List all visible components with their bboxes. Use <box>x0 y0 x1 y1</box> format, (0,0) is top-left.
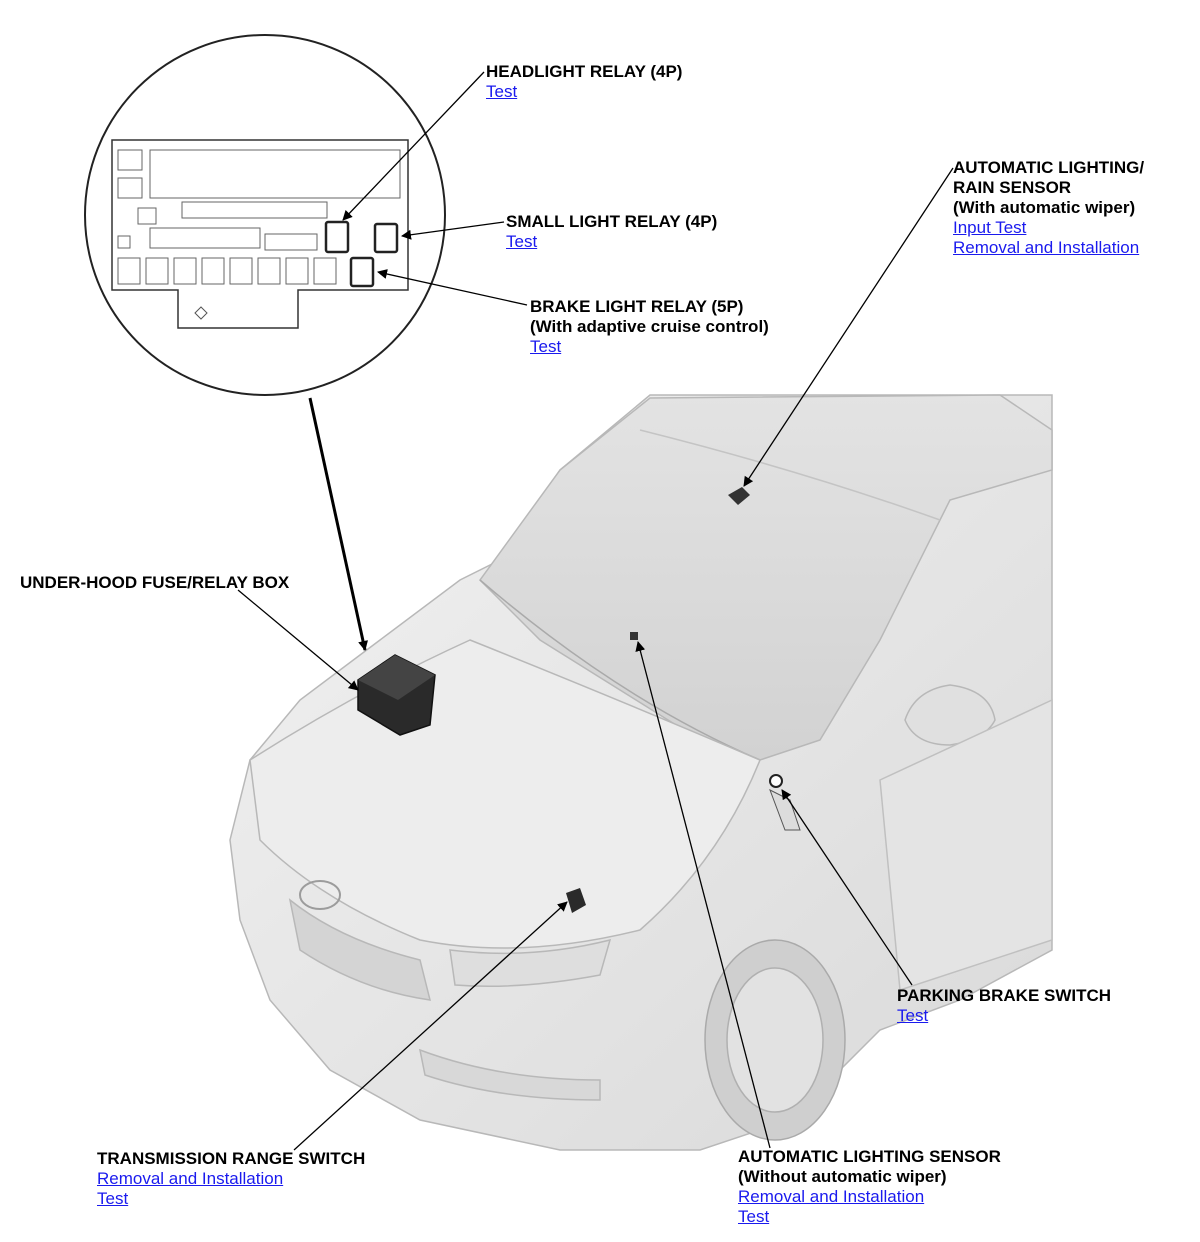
auto-lighting-rain-sensor-label: AUTOMATIC LIGHTING/ RAIN SENSOR (With au… <box>953 158 1145 257</box>
small-light-relay-label: SMALL LIGHT RELAY (4P) Test <box>506 212 718 251</box>
lighting-sensor-graphic <box>630 632 638 640</box>
transmission-removal-link[interactable]: Removal and Installation <box>97 1169 284 1188</box>
under-hood-fuse-relay-box-graphic <box>357 654 436 736</box>
headlight-relay-label: HEADLIGHT RELAY (4P) Test <box>486 62 683 101</box>
rain-sensor-input-test-link[interactable]: Input Test <box>953 218 1027 237</box>
transmission-switch-graphic <box>566 888 586 913</box>
brake-light-relay-test-link[interactable]: Test <box>530 337 562 356</box>
small-light-relay-test-link[interactable]: Test <box>506 232 538 251</box>
magnified-fuse-box <box>84 34 446 396</box>
under-hood-fuse-box-label: UNDER-HOOD FUSE/RELAY BOX <box>20 573 290 592</box>
auto-lighting-sensor-label: AUTOMATIC LIGHTING SENSOR (Without autom… <box>738 1147 1001 1226</box>
brake-light-relay-label: BRAKE LIGHT RELAY (5P) (With adaptive cr… <box>530 297 769 356</box>
transmission-range-switch-label: TRANSMISSION RANGE SWITCH Removal and In… <box>97 1149 366 1208</box>
parking-brake-switch-label: PARKING BRAKE SWITCH Test <box>897 986 1112 1025</box>
fuse-box-magnifier-arrow <box>308 397 368 651</box>
lighting-sensor-removal-link[interactable]: Removal and Installation <box>738 1187 925 1206</box>
rain-sensor-graphic <box>728 487 750 505</box>
transmission-test-link[interactable]: Test <box>97 1189 129 1208</box>
parking-brake-switch-graphic <box>769 774 801 831</box>
headlight-relay-test-link[interactable]: Test <box>486 82 518 101</box>
lighting-sensor-test-link[interactable]: Test <box>738 1207 770 1226</box>
parking-brake-test-link[interactable]: Test <box>897 1006 929 1025</box>
vehicle-body <box>229 394 1053 1151</box>
rain-sensor-removal-link[interactable]: Removal and Installation <box>953 238 1140 257</box>
